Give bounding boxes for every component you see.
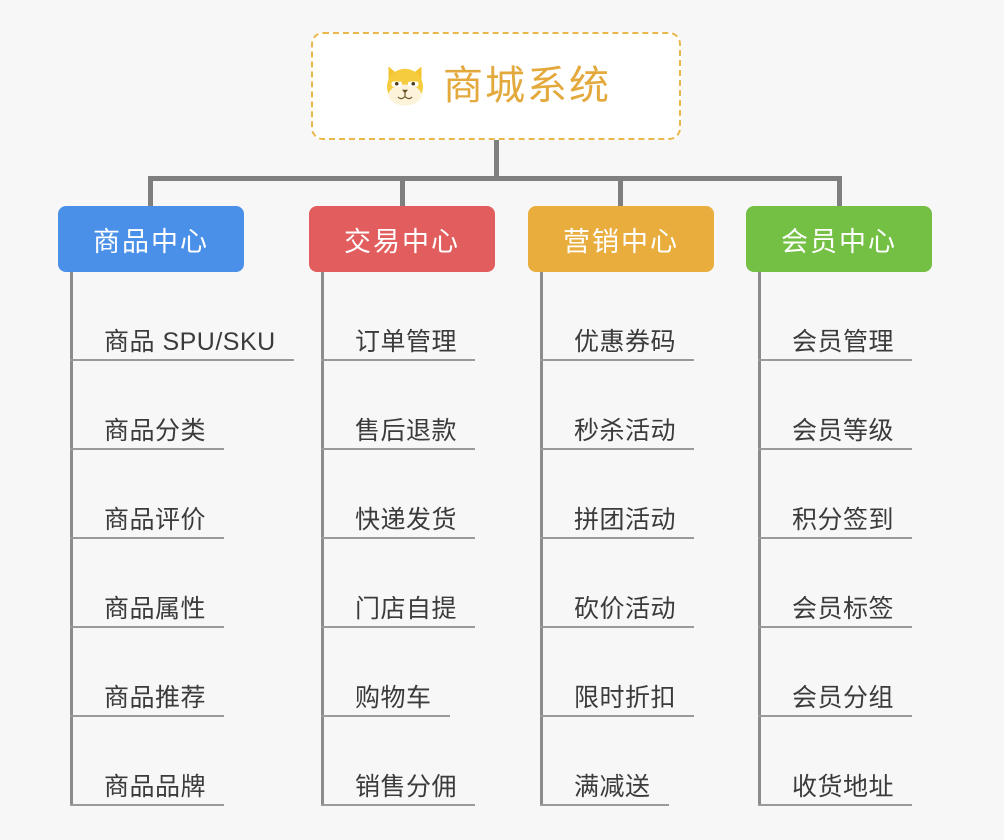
leaf-underline (540, 715, 694, 717)
leaf-column-member-center: 会员管理 会员等级 积分签到 会员标签 会员分组 收货地址 (758, 272, 912, 806)
leaf-item[interactable]: 拼团活动 (540, 450, 694, 539)
connector-drop-branch-3 (837, 176, 842, 208)
leaf-item[interactable]: 订单管理 (321, 272, 475, 361)
leaf-underline (758, 626, 912, 628)
leaf-item[interactable]: 会员等级 (758, 361, 912, 450)
leaf-item[interactable]: 会员管理 (758, 272, 912, 361)
connector-root-stem (494, 140, 499, 178)
leaf-underline (70, 537, 224, 539)
leaf-label: 满减送 (574, 773, 651, 802)
connector-horizontal-bus (148, 176, 842, 181)
leaf-column-marketing-center: 优惠券码 秒杀活动 拼团活动 砍价活动 限时折扣 满减送 (540, 272, 694, 806)
leaf-item[interactable]: 门店自提 (321, 539, 475, 628)
leaf-spine (70, 272, 73, 806)
leaf-underline (540, 626, 694, 628)
leaf-item[interactable]: 秒杀活动 (540, 361, 694, 450)
leaf-underline (540, 448, 694, 450)
leaf-label: 秒杀活动 (574, 417, 677, 446)
leaf-underline (70, 626, 224, 628)
branch-box-product-center[interactable]: 商品中心 (58, 206, 244, 272)
leaf-underline (321, 715, 450, 717)
leaf-label: 商品评价 (104, 506, 207, 535)
connector-drop-branch-1 (400, 176, 405, 208)
leaf-item[interactable]: 砍价活动 (540, 539, 694, 628)
leaf-item[interactable]: 收货地址 (758, 717, 912, 806)
leaf-label: 限时折扣 (574, 684, 677, 713)
leaf-underline (321, 359, 475, 361)
leaf-spine (321, 272, 324, 806)
leaf-item[interactable]: 商品推荐 (70, 628, 276, 717)
root-node[interactable]: 商城系统 (311, 32, 681, 140)
leaf-label: 会员分组 (792, 684, 895, 713)
leaf-label: 会员等级 (792, 417, 895, 446)
branch-box-marketing-center[interactable]: 营销中心 (528, 206, 714, 272)
leaf-item[interactable]: 购物车 (321, 628, 457, 717)
leaf-item[interactable]: 会员标签 (758, 539, 912, 628)
leaf-item[interactable]: 限时折扣 (540, 628, 694, 717)
leaf-label: 快递发货 (355, 506, 458, 535)
leaf-label: 购物车 (355, 684, 432, 713)
leaf-item[interactable]: 积分签到 (758, 450, 912, 539)
leaf-item[interactable]: 优惠券码 (540, 272, 694, 361)
leaf-label: 积分签到 (792, 506, 895, 535)
leaf-underline (70, 448, 224, 450)
leaf-item[interactable]: 售后退款 (321, 361, 475, 450)
leaf-label: 会员管理 (792, 328, 895, 357)
leaf-underline (321, 804, 475, 806)
dog-face-icon (387, 66, 423, 107)
leaf-label: 拼团活动 (574, 506, 677, 535)
leaf-underline (321, 537, 475, 539)
leaf-label: 售后退款 (355, 417, 458, 446)
leaf-item[interactable]: 商品品牌 (70, 717, 276, 806)
leaf-underline (758, 804, 912, 806)
branch-label: 会员中心 (781, 226, 897, 257)
leaf-underline (758, 537, 912, 539)
leaf-label: 商品 SPU/SKU (104, 328, 276, 357)
leaf-spine (540, 272, 543, 806)
leaf-item[interactable]: 满减送 (540, 717, 676, 806)
leaf-underline (758, 359, 912, 361)
leaf-label: 商品推荐 (104, 684, 207, 713)
leaf-underline (70, 804, 224, 806)
leaf-underline (758, 448, 912, 450)
leaf-underline (540, 359, 694, 361)
root-title: 商城系统 (443, 64, 611, 108)
leaf-underline (321, 626, 475, 628)
leaf-item[interactable]: 商品 SPU/SKU (70, 272, 294, 361)
leaf-label: 商品属性 (104, 595, 207, 624)
leaf-underline (70, 715, 224, 717)
leaf-label: 销售分佣 (355, 773, 458, 802)
leaf-spine (758, 272, 761, 806)
leaf-item[interactable]: 快递发货 (321, 450, 475, 539)
branch-box-trade-center[interactable]: 交易中心 (309, 206, 495, 272)
leaf-label: 砍价活动 (574, 595, 677, 624)
leaf-label: 商品分类 (104, 417, 207, 446)
leaf-label: 收货地址 (792, 773, 895, 802)
branch-box-member-center[interactable]: 会员中心 (746, 206, 932, 272)
leaf-underline (540, 537, 694, 539)
leaf-item[interactable]: 会员分组 (758, 628, 912, 717)
leaf-label: 优惠券码 (574, 328, 677, 357)
leaf-item[interactable]: 商品评价 (70, 450, 276, 539)
connector-drop-branch-0 (148, 176, 153, 208)
branch-label: 交易中心 (344, 226, 460, 257)
leaf-label: 订单管理 (355, 328, 458, 357)
leaf-underline (758, 715, 912, 717)
leaf-item[interactable]: 商品分类 (70, 361, 276, 450)
leaf-underline (540, 804, 669, 806)
leaf-label: 商品品牌 (104, 773, 207, 802)
connector-drop-branch-2 (618, 176, 623, 208)
leaf-label: 会员标签 (792, 595, 895, 624)
leaf-item[interactable]: 销售分佣 (321, 717, 475, 806)
leaf-column-product-center: 商品 SPU/SKU 商品分类 商品评价 商品属性 商品推荐 商品品牌 (70, 272, 294, 806)
leaf-underline (321, 448, 475, 450)
leaf-underline (70, 359, 294, 361)
leaf-label: 门店自提 (355, 595, 458, 624)
branch-label: 营销中心 (563, 226, 679, 257)
leaf-column-trade-center: 订单管理 售后退款 快递发货 门店自提 购物车 销售分佣 (321, 272, 475, 806)
branch-label: 商品中心 (93, 226, 209, 257)
leaf-item[interactable]: 商品属性 (70, 539, 276, 628)
